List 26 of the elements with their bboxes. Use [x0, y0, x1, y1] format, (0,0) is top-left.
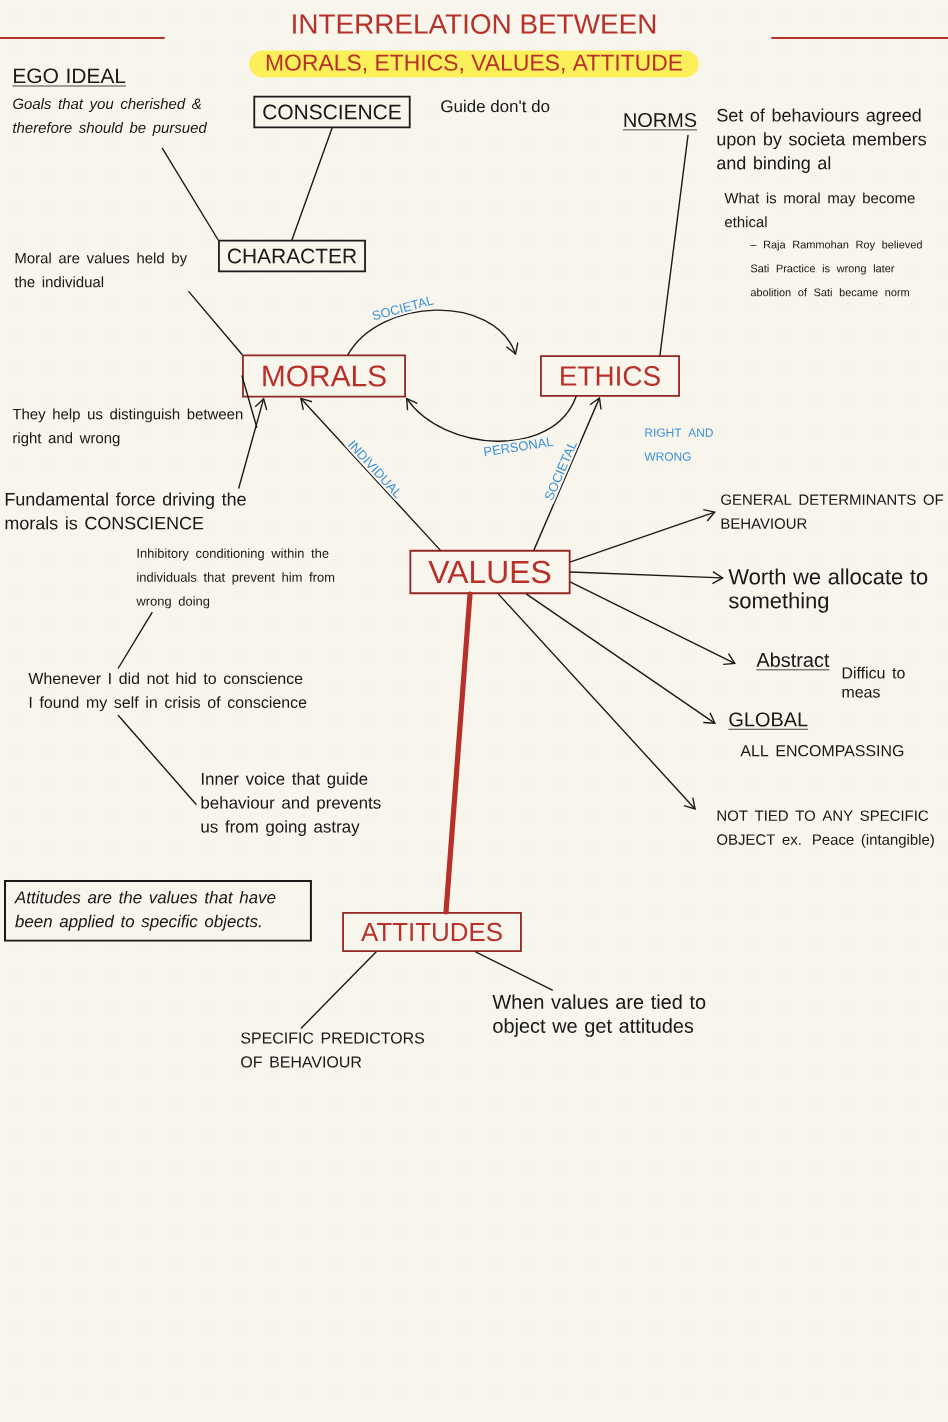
arrow: [569, 581, 736, 666]
concept-box: CHARACTER: [218, 239, 366, 273]
subtitle: MORALS, ETHICS, VALUES, ATTITUDE: [249, 50, 699, 78]
arrow: [300, 397, 441, 551]
note-text: Inner voice that guide behaviour and prevents us from going astray: [201, 772, 381, 836]
concept-box: ATTITUDES: [342, 911, 522, 953]
title: INTERRELATION BETWEEN: [293, 14, 656, 34]
arrow: [347, 309, 519, 356]
note-heading: NORMS: [622, 112, 698, 131]
arrow: [525, 593, 716, 724]
arrow: [533, 396, 602, 551]
concept-box: ETHICS: [540, 355, 680, 397]
arrow: [497, 593, 696, 810]
arrow: [238, 397, 268, 489]
arrow: [569, 570, 724, 585]
concept-box: CONSCIENCE: [253, 95, 411, 129]
arrow: [405, 396, 577, 442]
note-text: When values are tied to object we get attitudes: [492, 994, 706, 1037]
note-text: Set of behaviours agreed upon by societa members and binding al: [717, 108, 926, 173]
note-text: Worth we allocate to something: [728, 568, 928, 613]
arrow: [569, 509, 716, 563]
note-box: Attitudes are the values that have been applied to specific objects.: [4, 880, 312, 942]
concept-box: VALUES: [409, 549, 571, 595]
note-text: Fundamental force driving the morals is CONSCIENCE: [5, 492, 246, 530]
concept-box: MORALS: [242, 354, 406, 398]
note-text: Guide don't do: [441, 99, 550, 113]
